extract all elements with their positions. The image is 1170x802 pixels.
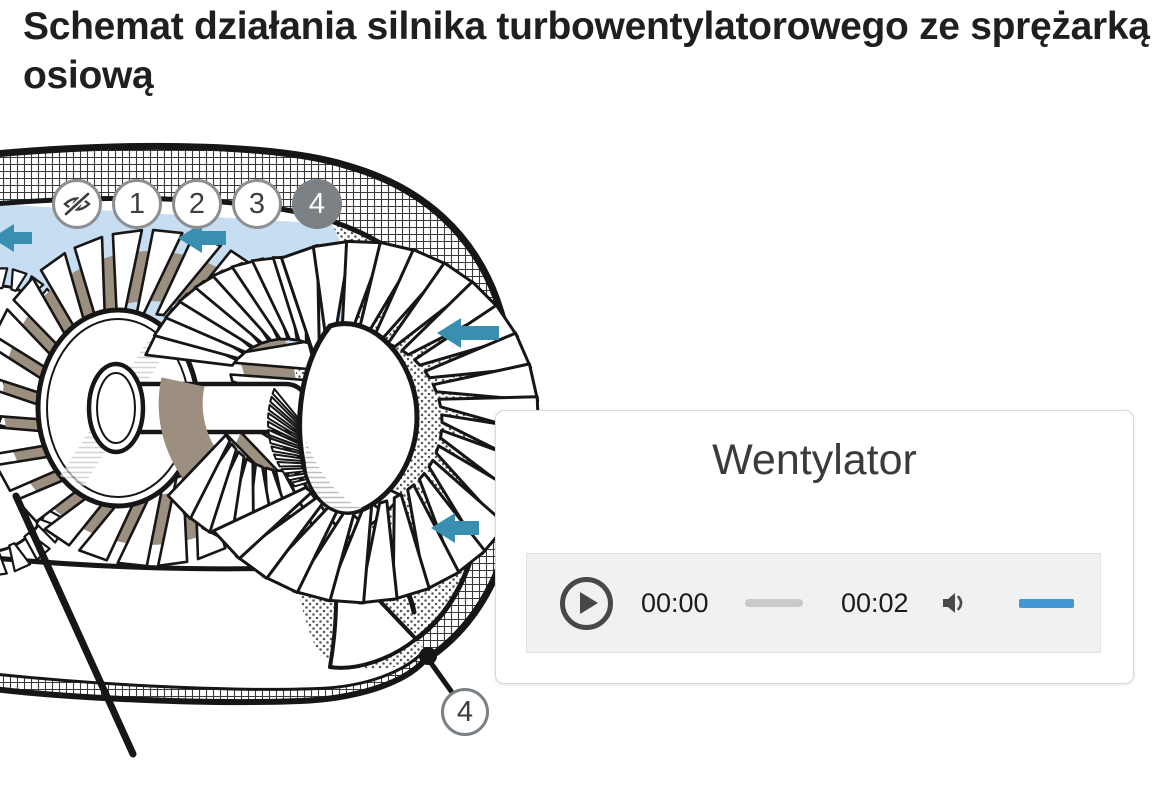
blade [0, 552, 8, 576]
airflow-arrow-left-edge [0, 224, 32, 252]
hotspot-toolbar: 1 2 3 4 [52, 179, 342, 229]
seek-bar[interactable] [745, 599, 803, 607]
shaft-hub [86, 361, 146, 455]
fan-blades [211, 239, 540, 605]
marker-dot [419, 647, 437, 665]
airflow-arrow-inlet-top [437, 318, 499, 348]
volume-icon [943, 593, 963, 613]
blade [0, 267, 9, 290]
audio-player: 00:00 00:02 [526, 553, 1101, 653]
page-title: Schemat działania silnika turbowentylato… [23, 5, 1150, 97]
current-time: 00:00 [641, 587, 709, 618]
hotspot-button-1[interactable]: 1 [112, 179, 162, 229]
blade [211, 486, 314, 561]
airflow-arrow-inlet-bottom [431, 513, 479, 543]
spinner-shading [305, 440, 362, 512]
hotspot-popup: Wentylator 00:00 00:02 [495, 410, 1134, 684]
volume-button[interactable] [939, 589, 969, 617]
engine-diagram [0, 140, 540, 802]
duration: 00:02 [841, 587, 909, 618]
hide-labels-button[interactable] [52, 179, 102, 229]
blade [8, 542, 32, 573]
play-icon [579, 592, 598, 614]
eye-off-icon [63, 191, 91, 217]
marker-connector [428, 660, 454, 694]
fan-spinner-cone [297, 321, 420, 515]
play-button[interactable] [560, 576, 613, 630]
nacelle-bottom-edge [0, 658, 427, 706]
blade [10, 268, 28, 292]
shaft-hub-rim [96, 372, 136, 444]
leader-line-offscreen [12, 492, 137, 758]
volume-slider[interactable] [1019, 598, 1074, 608]
blade [166, 433, 232, 521]
hotspot-button-3[interactable]: 3 [232, 179, 282, 229]
hotspot-marker-4[interactable]: 4 [441, 688, 489, 736]
hotspot-button-4[interactable]: 4 [292, 179, 342, 229]
hotspot-button-2[interactable]: 2 [172, 179, 222, 229]
airflow-arrow-channel [178, 223, 226, 253]
popup-title: Wentylator [712, 436, 917, 484]
nacelle-wall [0, 146, 520, 657]
blade [155, 234, 223, 317]
engine-illustration [0, 142, 540, 758]
